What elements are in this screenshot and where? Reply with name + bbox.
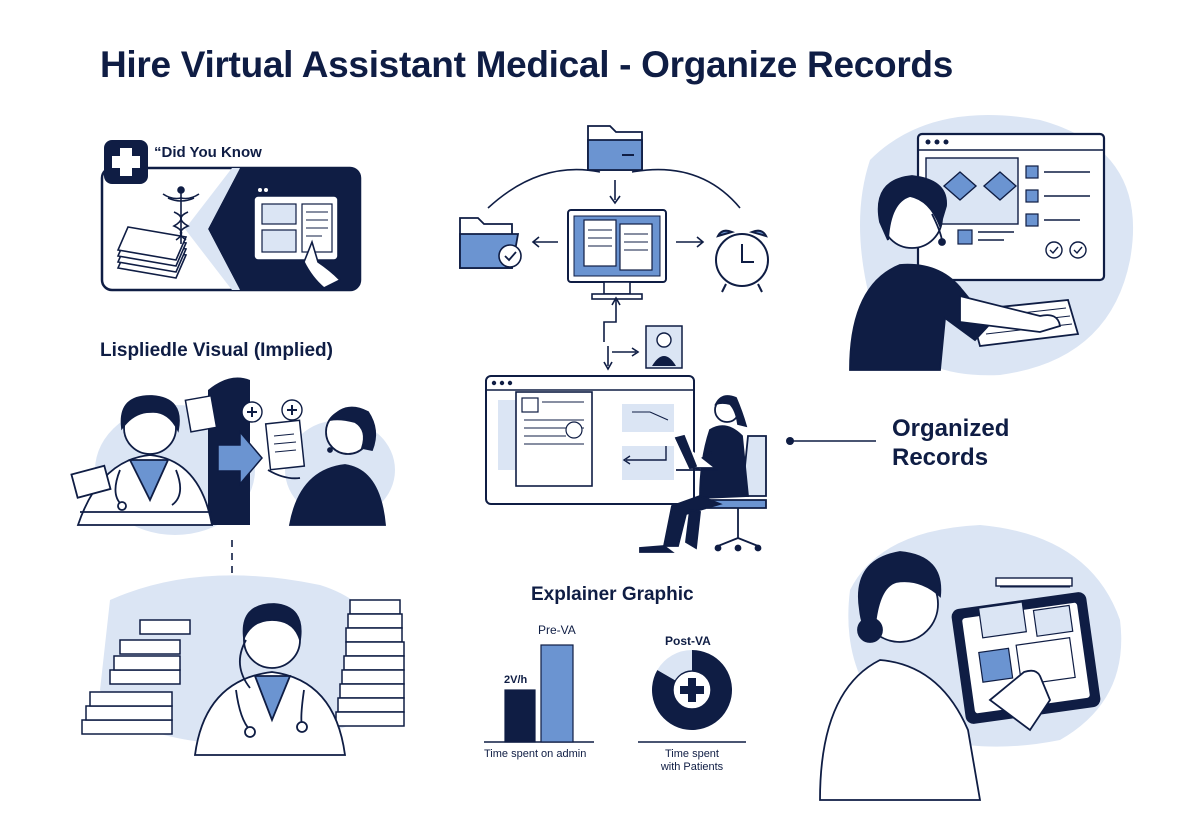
monitor-icon (916, 132, 1106, 282)
paper-stack-icon (116, 226, 188, 279)
tablet-icon (951, 592, 1101, 724)
monitor-icon (567, 209, 667, 300)
doctor-figure (193, 603, 347, 756)
doctor-handoff-scene (70, 377, 395, 535)
pre-va-label: Pre-VA (538, 623, 576, 637)
doctor-figure (70, 395, 214, 526)
caduceus-icon (162, 186, 200, 244)
medical-document-icon (264, 419, 306, 471)
patients-caption-line2: with Patients (660, 761, 724, 773)
post-va-label: Post-VA (665, 634, 711, 648)
document-screen-icon (253, 188, 339, 261)
avatar (645, 325, 683, 369)
alarm-clock-icon (715, 229, 769, 293)
folder-icon (587, 125, 643, 171)
workflow-diagram (459, 125, 769, 553)
folder-check-icon (459, 217, 522, 269)
organized-records-line2: Records (892, 444, 989, 471)
assistant-figure (849, 175, 1062, 371)
assistant-at-desk-figure (639, 395, 767, 553)
plus-badge-icon (241, 399, 303, 423)
tablet-scene (819, 525, 1122, 801)
va-at-computer-scene (849, 115, 1134, 376)
bar-value-label: 2V/h (504, 674, 528, 686)
organized-records-line1: Organized (892, 415, 1010, 442)
bar-admin-pre (540, 644, 574, 743)
donut-chart (652, 650, 732, 730)
medical-cross-icon (104, 140, 148, 184)
assistant-figure (267, 406, 386, 526)
bar-admin-post (504, 689, 536, 743)
organized-records-label: Organized Records (892, 414, 1009, 472)
records-window (485, 375, 695, 505)
page-title: Hire Virtual Assistant Medical - Organiz… (100, 44, 954, 85)
headset-icon (931, 213, 946, 246)
overwhelmed-doctor-scene (81, 575, 405, 756)
misplaced-visual-label: Lispliedle Visual (Implied) (100, 340, 333, 361)
professional-figure (819, 551, 1052, 801)
paper-stack-icon (81, 599, 405, 735)
patients-caption: Time spent with Patients (640, 748, 744, 774)
explainer-title: Explainer Graphic (531, 584, 694, 605)
explainer-chart (484, 644, 746, 743)
admin-caption: Time spent on admin (484, 748, 587, 760)
did-you-know-panel (100, 140, 362, 292)
did-you-know-label: “Did You Know (154, 144, 262, 161)
patients-caption-line1: Time spent (664, 748, 719, 760)
